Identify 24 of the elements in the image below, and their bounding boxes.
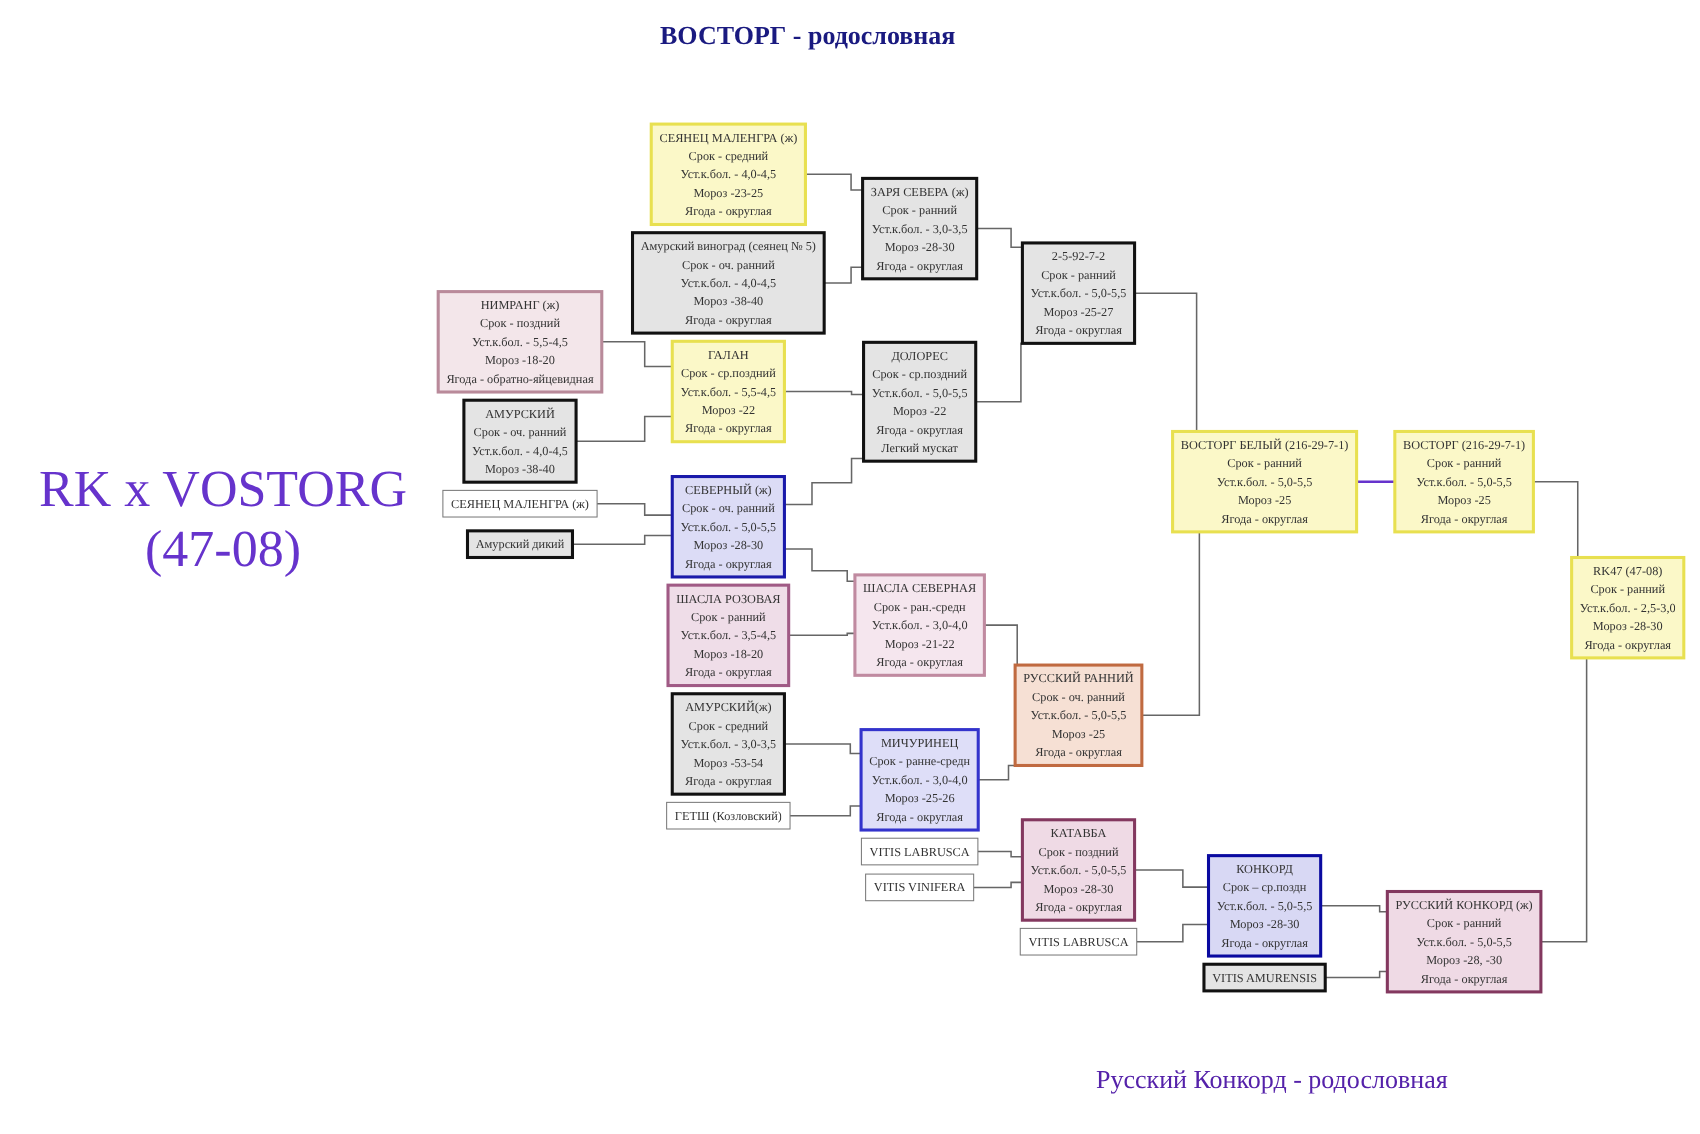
connector <box>783 457 865 506</box>
connector <box>601 341 673 368</box>
connector <box>787 632 856 637</box>
chart-title: ВОСТОРГ - родословная <box>660 20 956 52</box>
connector <box>823 266 864 284</box>
connector <box>596 502 673 516</box>
connector <box>783 548 856 582</box>
connector <box>783 390 865 396</box>
connector <box>575 415 673 442</box>
connector <box>1356 480 1395 483</box>
connector <box>1135 923 1210 943</box>
connector <box>977 850 1024 858</box>
connector <box>977 764 1018 781</box>
connector <box>571 534 673 545</box>
chart-title: Русский Конкорд - родословная <box>1096 1064 1448 1096</box>
connector <box>1324 970 1389 979</box>
connector <box>783 743 862 755</box>
connector <box>972 881 1024 889</box>
connector <box>1133 869 1210 888</box>
connector <box>804 173 864 191</box>
connector <box>1319 905 1389 913</box>
title: RK x VOSTORG (47-08) <box>37 460 409 580</box>
connector <box>975 227 1024 248</box>
connector <box>789 805 862 817</box>
